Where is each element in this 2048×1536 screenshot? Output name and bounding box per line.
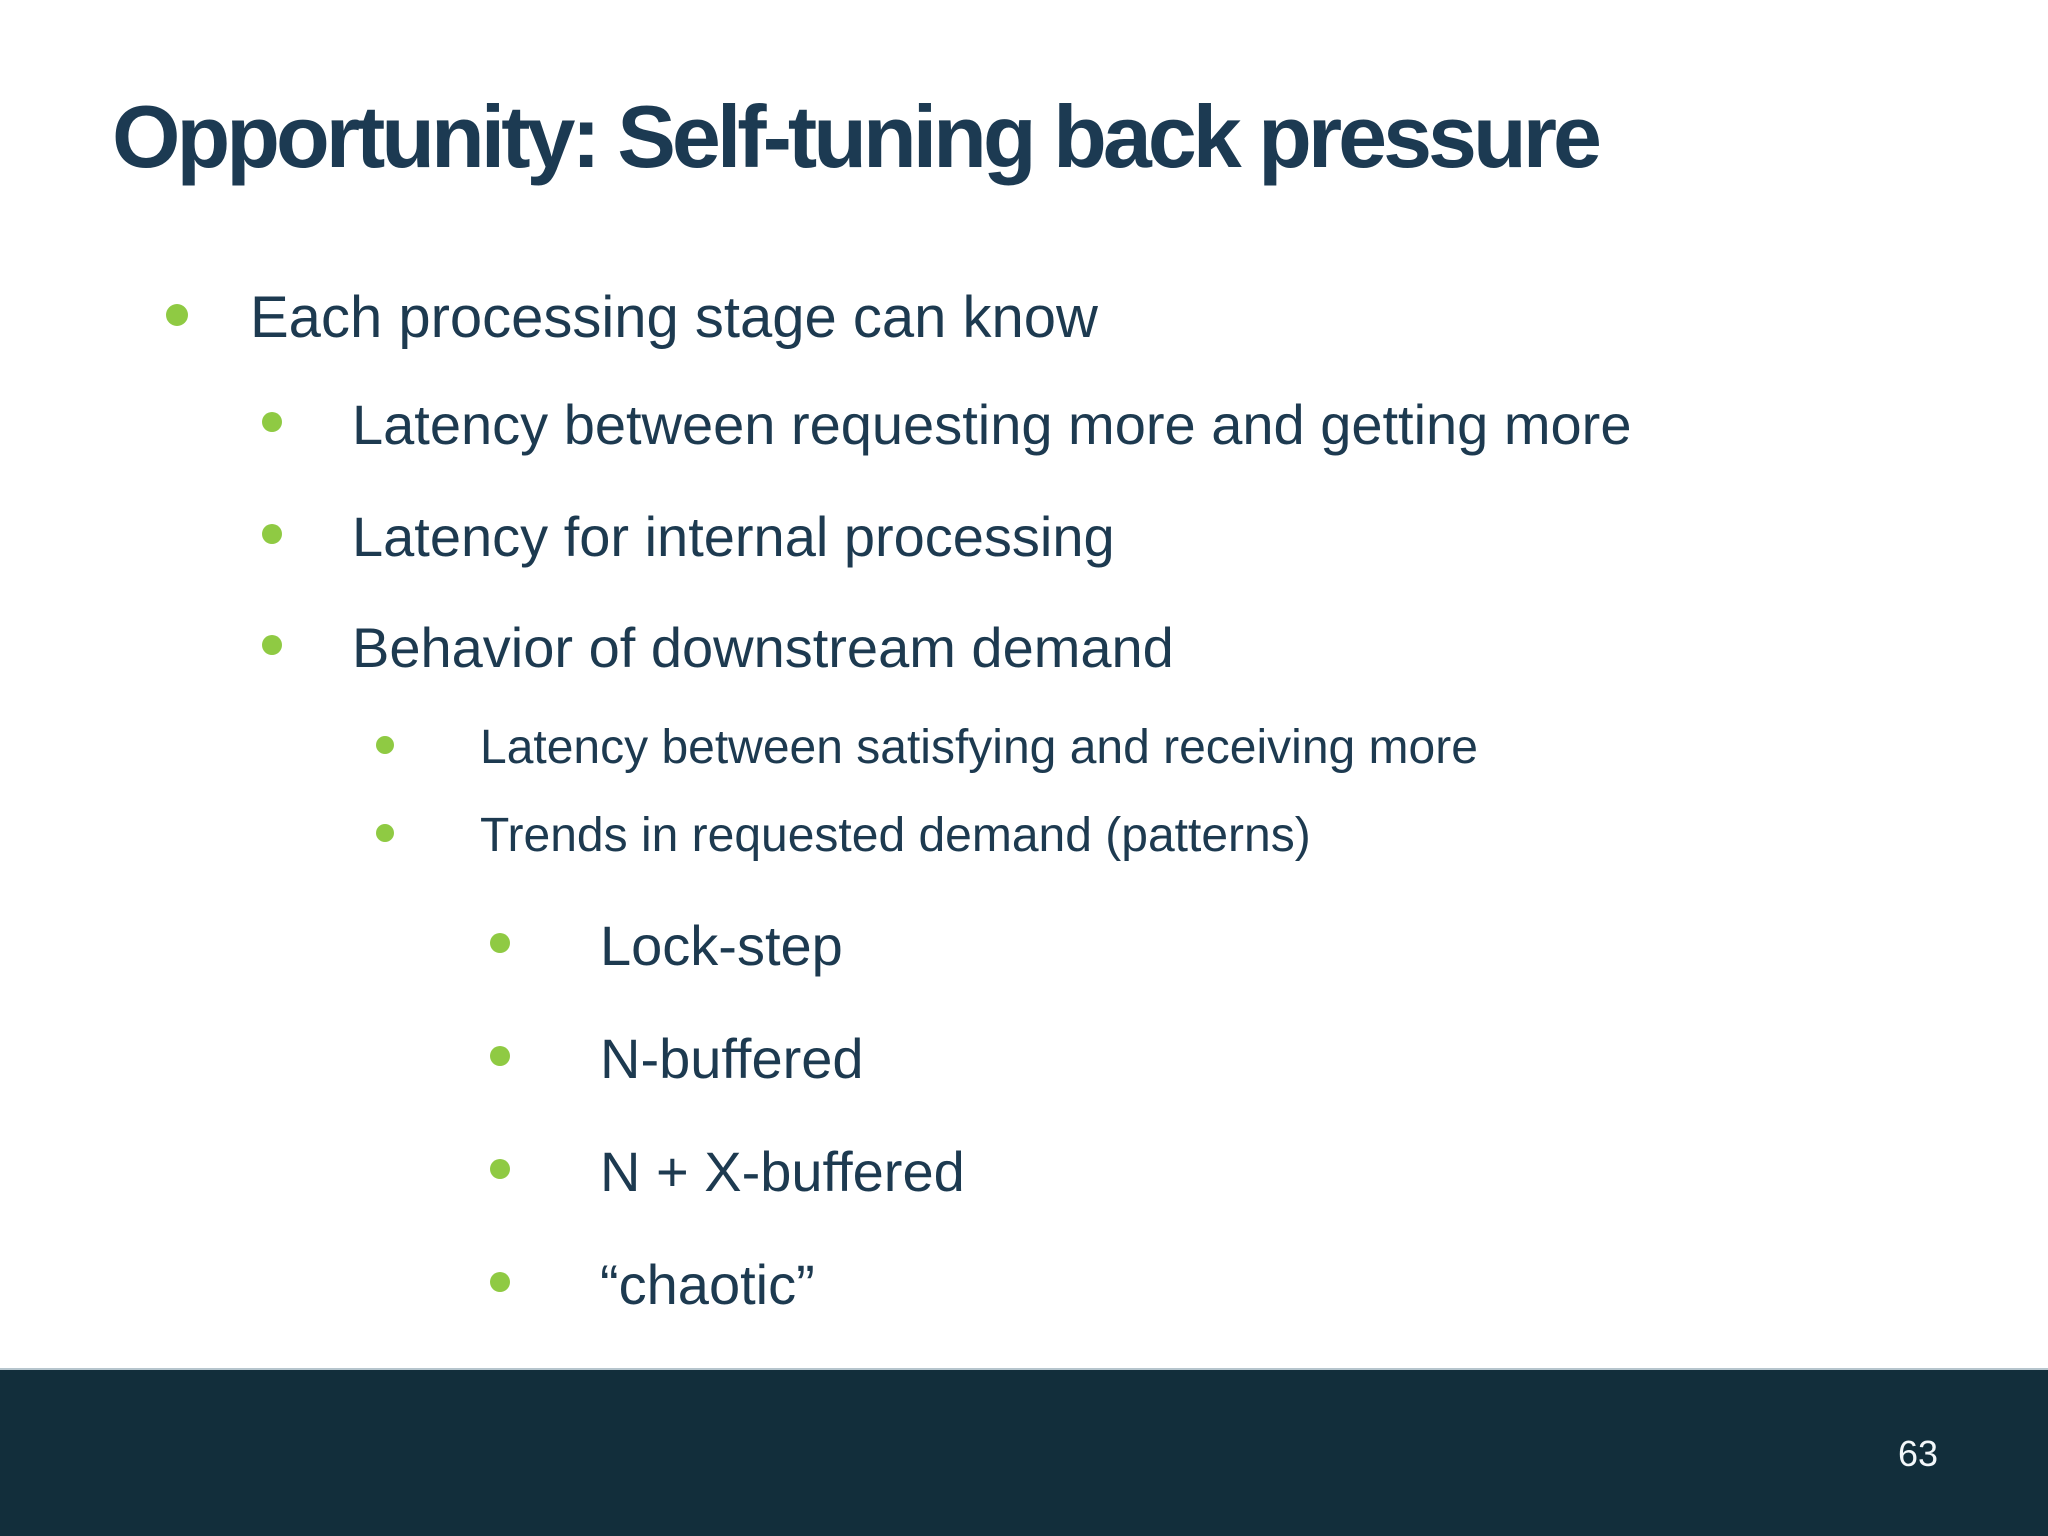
- bullet-text: Lock-step: [600, 914, 843, 977]
- bullet-item: Latency between requesting more and gett…: [0, 387, 2008, 463]
- footer-bar: 63: [0, 1368, 2048, 1536]
- bullet-text: Latency for internal processing: [352, 505, 1115, 568]
- bullet-icon: [376, 824, 394, 842]
- bullet-item: Behavior of downstream demand: [0, 610, 2008, 686]
- bullet-item: Each processing stage can know: [0, 279, 2008, 357]
- bullet-text: Latency between requesting more and gett…: [352, 393, 1632, 456]
- bullet-icon: [262, 412, 282, 432]
- page-number: 63: [1898, 1433, 1939, 1474]
- bullet-item: N + X-buffered: [0, 1134, 2008, 1210]
- bullet-item: Lock-step: [0, 908, 2008, 984]
- bullet-item: Latency between satisfying and receiving…: [0, 716, 2008, 780]
- bullet-text: “chaotic”: [600, 1253, 815, 1316]
- bullet-icon: [490, 1159, 510, 1179]
- bullet-item: Trends in requested demand (patterns): [0, 804, 2008, 868]
- slide-title: Opportunity: Self-tuning back pressure: [112, 87, 1602, 186]
- bullet-icon: [490, 1046, 510, 1066]
- bullet-icon: [490, 933, 510, 953]
- bullet-item: N-buffered: [0, 1021, 2008, 1097]
- bullet-icon: [376, 736, 394, 754]
- bullet-text: Trends in requested demand (patterns): [480, 809, 1311, 862]
- bullet-text: N + X-buffered: [600, 1140, 965, 1203]
- bullet-icon: [262, 635, 282, 655]
- bullet-text: N-buffered: [600, 1027, 864, 1090]
- bullet-icon: [490, 1272, 510, 1292]
- bullet-text: Behavior of downstream demand: [352, 616, 1174, 679]
- bullet-icon: [166, 304, 188, 326]
- bullet-item: Latency for internal processing: [0, 499, 2008, 575]
- bullet-item: “chaotic”: [0, 1247, 2008, 1323]
- bullet-icon: [262, 524, 282, 544]
- bullet-text: Each processing stage can know: [250, 285, 1098, 350]
- bullet-text: Latency between satisfying and receiving…: [480, 721, 1478, 774]
